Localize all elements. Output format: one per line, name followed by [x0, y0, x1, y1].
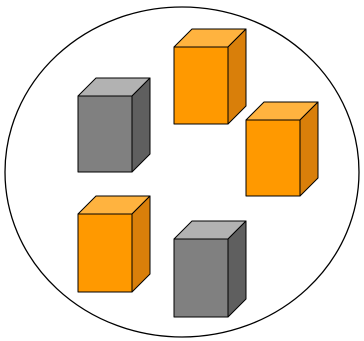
front-face — [246, 120, 300, 196]
gray-block-bottom-center — [174, 221, 246, 317]
gray-block-upper-left — [78, 78, 150, 172]
front-face — [174, 47, 228, 124]
orange-block-top-center — [174, 29, 246, 124]
front-face — [78, 214, 132, 292]
orange-block-lower-left — [78, 196, 150, 292]
front-face — [78, 96, 132, 172]
orange-block-right — [246, 102, 318, 196]
front-face — [174, 239, 228, 317]
